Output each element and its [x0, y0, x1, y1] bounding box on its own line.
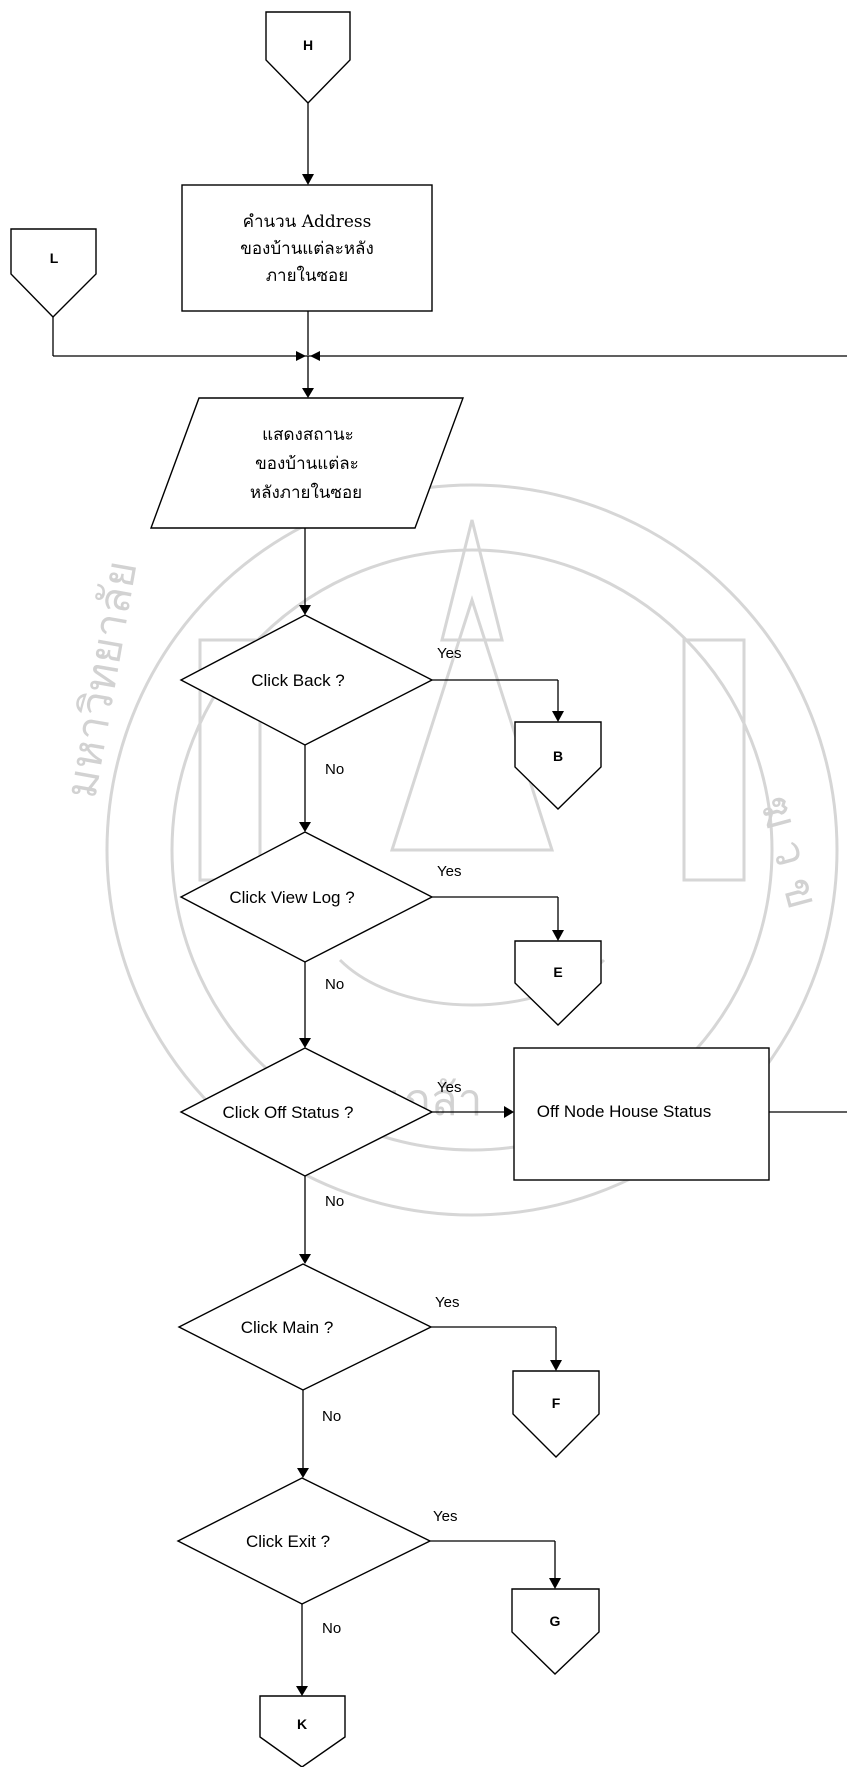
decision-click-main: Click Main ?	[177, 1263, 433, 1391]
connector-b-label: B	[553, 748, 563, 764]
process-off-node-house-status: Off Node House Status	[513, 1047, 770, 1181]
connector-g-label: G	[550, 1613, 561, 1629]
label-no-back: No	[325, 761, 344, 778]
connector-k: K	[259, 1695, 346, 1767]
decision-click-view-log-label: Click View Log ?	[229, 888, 354, 907]
decision-click-view-log: Click View Log ?	[179, 831, 434, 963]
connector-h: H	[265, 11, 351, 105]
connector-f-label: F	[552, 1395, 561, 1411]
connector-e-label: E	[553, 964, 562, 980]
flow-lines	[52, 103, 847, 1696]
decision-click-exit: Click Exit ?	[176, 1477, 432, 1605]
label-yes-main: Yes	[435, 1294, 459, 1311]
decision-click-off-status: Click Off Status ?	[179, 1047, 434, 1177]
connector-g: G	[511, 1588, 600, 1675]
io-show-house-status-line-1: แสดงสถานะ	[262, 425, 354, 445]
decision-click-back-label: Click Back ?	[251, 671, 345, 690]
decision-click-off-status-label: Click Off Status ?	[222, 1103, 353, 1122]
process-calculate-address-line-3: ภายในซอย	[266, 265, 348, 286]
process-calculate-address-line-2: ของบ้านแต่ละหลัง	[240, 239, 374, 259]
connector-h-label: H	[303, 37, 313, 53]
label-yes-off-status: Yes	[437, 1079, 461, 1096]
label-yes-view-log: Yes	[437, 863, 461, 880]
connector-l-label: L	[50, 250, 59, 266]
label-no-view-log: No	[325, 976, 344, 993]
process-off-node-house-status-label: Off Node House Status	[537, 1102, 712, 1121]
label-yes-exit: Yes	[433, 1508, 457, 1525]
label-no-exit: No	[322, 1620, 341, 1637]
decision-click-main-label: Click Main ?	[241, 1318, 334, 1337]
label-no-main: No	[322, 1408, 341, 1425]
label-yes-back: Yes	[437, 645, 461, 662]
process-calculate-address-line-1: คำนวน Address	[243, 212, 372, 232]
connector-l: L	[10, 228, 97, 318]
decision-click-exit-label: Click Exit ?	[246, 1532, 330, 1551]
io-show-house-status-line-3: หลังภายในซอย	[250, 482, 362, 503]
connector-b: B	[514, 721, 602, 810]
connector-f: F	[512, 1370, 600, 1458]
svg-text:มหาวิทยาลัย: มหาวิทยาลัย	[56, 557, 148, 802]
decision-click-back: Click Back ?	[179, 614, 434, 746]
process-calculate-address: คำนวน Address ของบ้านแต่ละหลัง ภายในซอย	[181, 184, 433, 312]
branch-labels: Yes No Yes No Yes No Yes No Yes No	[322, 645, 461, 1637]
svg-text:ฆ ว ข: ฆ ว ข	[749, 790, 828, 915]
io-show-house-status-line-2: ของบ้านแต่ละ	[255, 454, 359, 474]
connector-k-label: K	[297, 1716, 307, 1732]
io-show-house-status: แสดงสถานะ ของบ้านแต่ละ หลังภายในซอย	[149, 397, 465, 529]
label-no-off-status: No	[325, 1193, 344, 1210]
connector-e: E	[514, 940, 602, 1026]
